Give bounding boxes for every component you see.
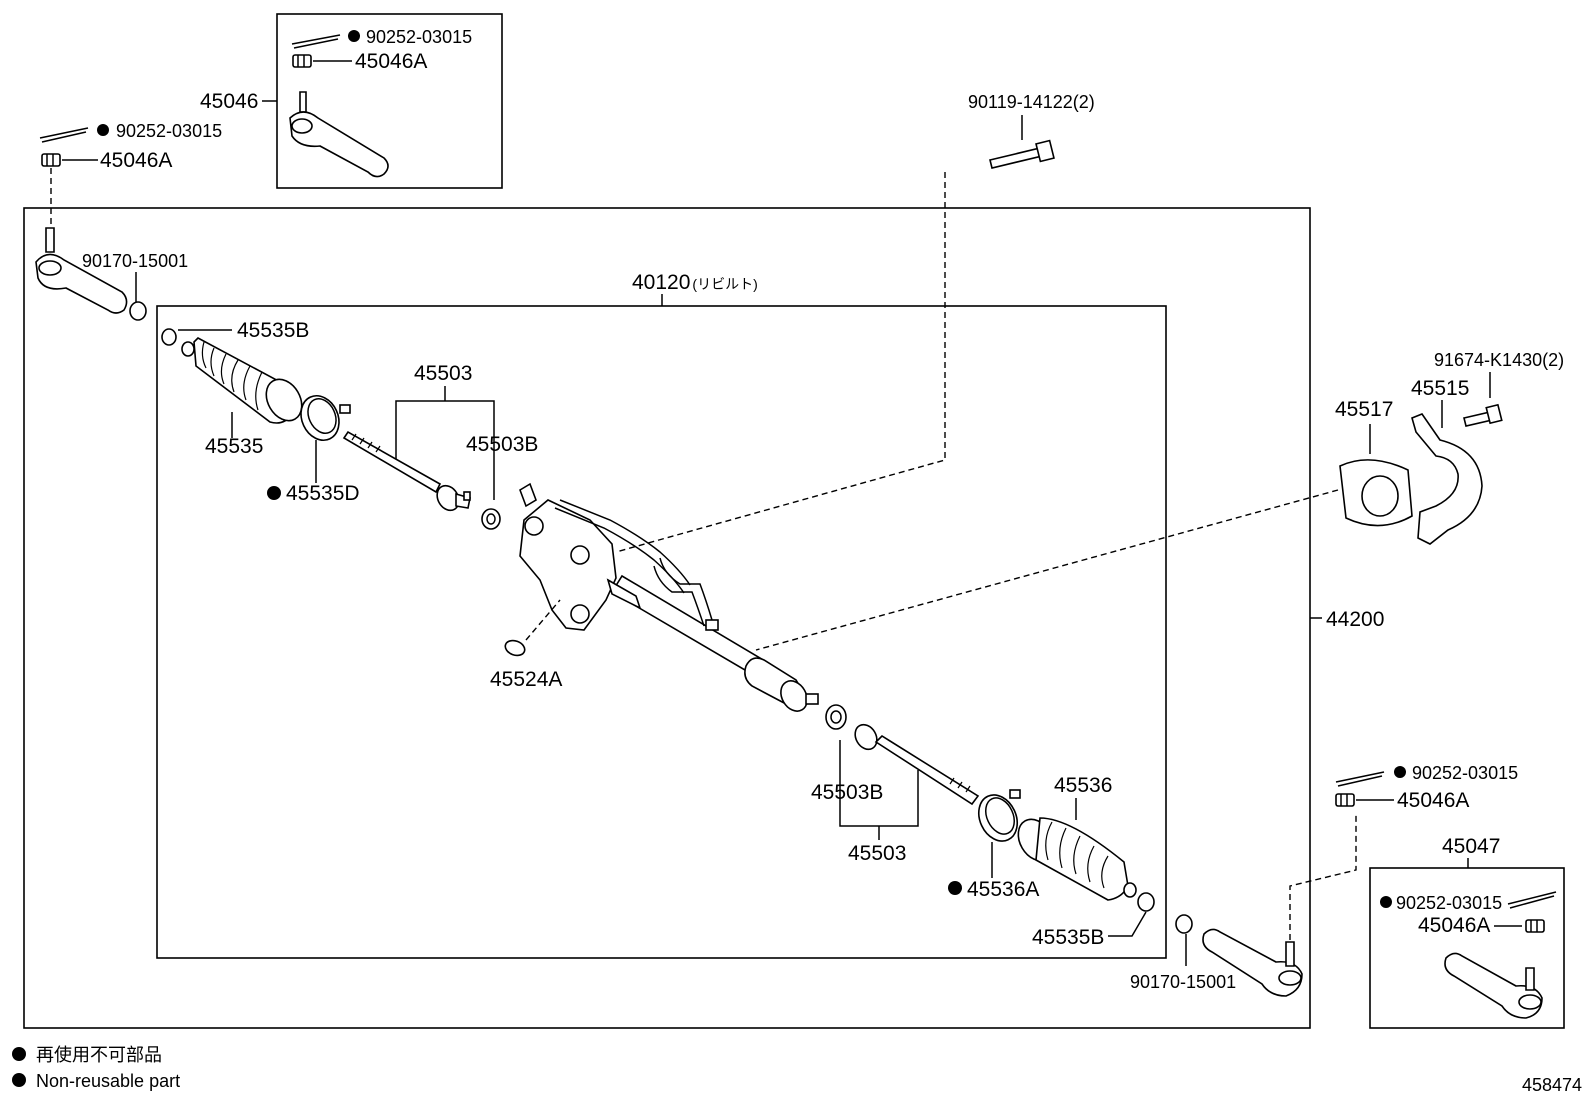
- label-45536: 45536: [1054, 774, 1112, 797]
- cotter-pin-icon: [1335, 771, 1385, 787]
- inner-tie-rod-icon: [854, 723, 980, 806]
- label-45046A-right: 45046A: [1397, 789, 1469, 812]
- label-45047: 45047: [1442, 835, 1500, 858]
- boot-clip-icon: [161, 328, 177, 346]
- rack-boot-45536-icon: [1017, 817, 1137, 901]
- lock-nut-icon: [1175, 914, 1193, 934]
- lock-nut-icon: [129, 301, 147, 321]
- cotter-pin-icon: [39, 127, 89, 143]
- legend-dot-jp: [12, 1047, 26, 1061]
- non-reusable-dot: [97, 124, 109, 136]
- label-44200: 44200: [1326, 608, 1384, 631]
- legend-jp-label: 再使用不可部品: [36, 1045, 162, 1065]
- grommet-45517-icon: [1339, 459, 1413, 527]
- non-reusable-dot: [948, 881, 962, 895]
- boot-clamp-icon: [300, 395, 351, 441]
- castle-nut-icon: [41, 153, 61, 167]
- legend-dot-en: [12, 1073, 26, 1087]
- tie-rod-end-icon: [1444, 952, 1543, 1019]
- label-45046A-left: 45046A: [100, 149, 172, 172]
- label-45524A: 45524A: [490, 668, 562, 691]
- castle-nut-icon: [292, 54, 312, 68]
- label-90119: 90119-14122(2): [968, 92, 1095, 112]
- lock-washer-icon: [481, 508, 501, 530]
- label-90170-bot: 90170-15001: [1130, 972, 1236, 992]
- label-45535: 45535: [205, 435, 263, 458]
- bracket-45515-icon: [1411, 413, 1483, 545]
- label-45536A: 45536A: [967, 878, 1039, 901]
- label-90252-box: 90252-03015: [1396, 893, 1502, 913]
- inner-tie-rod-icon: [342, 430, 471, 512]
- label-90252-top: 90252-03015: [366, 27, 472, 47]
- rack-boot-45535-icon: [181, 337, 303, 424]
- bolt-icon: [1463, 403, 1503, 427]
- label-45535B-bot: 45535B: [1032, 926, 1104, 949]
- non-reusable-dot: [267, 486, 281, 500]
- label-45517: 45517: [1335, 398, 1393, 421]
- label-90252-left: 90252-03015: [116, 121, 222, 141]
- legend-en-label: Non-reusable part: [36, 1071, 180, 1091]
- tie-rod-end-45047-box: [1369, 867, 1565, 1029]
- label-45503B-top: 45503B: [466, 433, 538, 456]
- boot-clamp-icon: [977, 789, 1021, 842]
- boot-clip-icon: [1137, 892, 1155, 912]
- non-reusable-dot: [348, 30, 360, 42]
- castle-nut-icon: [1525, 919, 1545, 933]
- label-45503-top: 45503: [414, 362, 472, 385]
- label-45046: 45046: [200, 90, 258, 113]
- tie-rod-end-icon: [35, 227, 128, 314]
- cotter-pin-icon: [1507, 891, 1557, 909]
- label-45503B-bot: 45503B: [811, 781, 883, 804]
- label-45535D: 45535D: [286, 482, 360, 505]
- tie-rod-end-icon: [1202, 928, 1303, 997]
- label-90170-left: 90170-15001: [82, 251, 188, 271]
- label-45046A-box: 45046A: [1418, 914, 1490, 937]
- steering-rack-housing-icon: [519, 482, 819, 712]
- cotter-pin-icon: [291, 34, 341, 49]
- lock-washer-icon: [825, 704, 847, 730]
- diagram-id: 458474: [1522, 1075, 1582, 1095]
- non-reusable-dot: [1394, 766, 1406, 778]
- non-reusable-dot: [1380, 896, 1392, 908]
- plug-45524A-icon: [504, 639, 526, 657]
- castle-nut-icon: [1335, 793, 1355, 807]
- label-45503-bot: 45503: [848, 842, 906, 865]
- label-45535B-top: 45535B: [237, 319, 309, 342]
- label-90252-right: 90252-03015: [1412, 763, 1518, 783]
- label-91674: 91674-K1430(2): [1434, 350, 1564, 370]
- bolt-icon: [989, 139, 1055, 169]
- label-45515: 45515: [1411, 377, 1469, 400]
- label-45046A-top: 45046A: [355, 50, 427, 73]
- tie-rod-end-icon: [289, 91, 389, 178]
- label-40120: 40120(リビルト): [632, 271, 758, 294]
